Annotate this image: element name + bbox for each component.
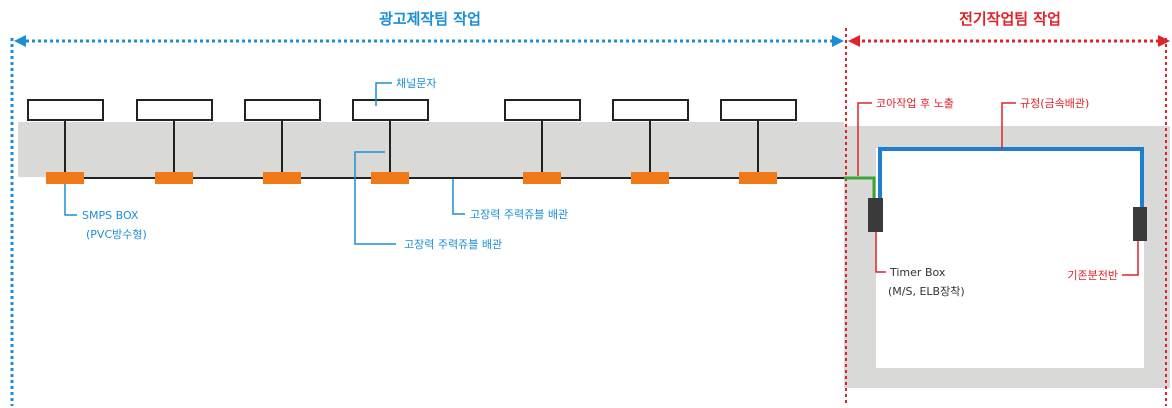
timer-box [868,198,883,232]
wall-band [18,122,844,177]
right-wall-top [844,126,1170,148]
channel-letter-sign [720,99,797,121]
callout-smps-box [64,184,77,216]
right-arrowhead-left [848,35,860,47]
channel-letter-sign [136,99,213,121]
label-wiring-1: 고장력 주력쥬블 배관 [470,208,568,221]
sign-unit-2 [136,99,213,184]
callout-wiring-2 [354,151,396,245]
callout-core-exposure [857,102,872,176]
sign-unit-3 [244,99,321,184]
label-smps-box-1: SMPS BOX [82,209,139,222]
label-timer-box-1: Timer Box [889,266,946,279]
smps-box [739,172,777,184]
sign-unit-1 [27,99,104,184]
metal-conduit [878,147,1144,214]
label-regulation: 규정(금속배관) [1020,97,1089,110]
left-section-title: 광고제작팀 작업 [379,10,481,28]
sign-unit-6 [612,99,689,184]
smps-box [155,172,193,184]
label-channel-letters: 채널문자 [396,77,436,90]
channel-letter-sign [352,99,429,121]
callout-regulation [1001,102,1016,149]
right-arrowhead-right [1158,35,1170,47]
sign-unit-5 [504,99,581,184]
channel-letter-sign [27,99,104,121]
label-timer-box-2: (M/S, ELB장착) [888,285,965,298]
callout-existing-panel [1122,241,1139,276]
smps-box [631,172,669,184]
callout-channel-letters [375,82,392,106]
channel-letter-sign [244,99,321,121]
sign-unit-7 [720,99,797,184]
smps-box [523,172,561,184]
label-existing-panel: 기존분전반 [1067,269,1118,282]
left-arrowhead-left [14,35,26,47]
existing-panel [1133,207,1147,241]
callout-wiring-1 [452,179,465,215]
smps-box [371,172,409,184]
channel-letter-sign [504,99,581,121]
smps-box [46,172,84,184]
label-core-exposure: 코아작업 후 노출 [876,97,954,110]
right-section-title: 전기작업팀 작업 [959,10,1061,28]
left-arrowhead-right [832,35,844,47]
green-wire [844,176,876,198]
label-smps-box-2: (PVC방수형) [86,228,147,241]
channel-letter-sign [612,99,689,121]
sign-unit-4 [352,99,429,184]
label-wiring-2: 고장력 주력쥬블 배관 [404,238,502,251]
right-wall-bottom [844,368,1170,388]
smps-box [263,172,301,184]
callout-timer-box [875,232,886,273]
